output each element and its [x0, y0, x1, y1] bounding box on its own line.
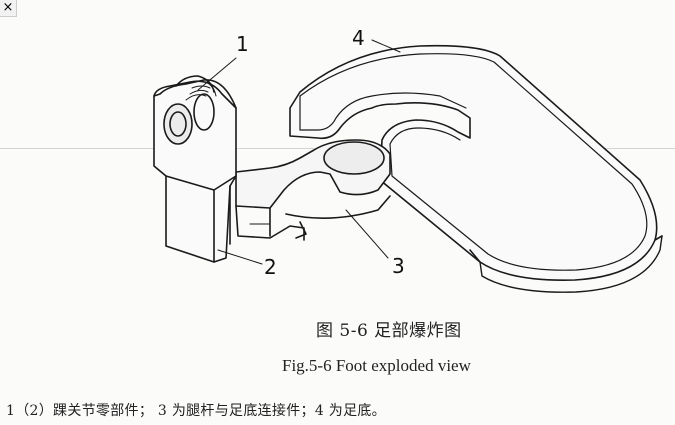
figure-caption-cn: 图 5-6 足部爆炸图: [316, 321, 462, 341]
close-button[interactable]: ×: [0, 0, 17, 17]
foot-exploded-diagram: [153, 39, 663, 293]
figure-caption-en: Fig.5-6 Foot exploded view: [282, 356, 471, 375]
figure-legend: 1（2）踝关节零部件； 3 为腿杆与足底连接件；4 为足底。: [6, 403, 386, 419]
sole-plate-part-4: [289, 44, 663, 293]
connector-part-3: [235, 139, 391, 241]
leader-lines: [197, 39, 401, 265]
ankle-joint-part-1: [153, 75, 237, 263]
callout-label: 1: [236, 32, 249, 56]
callout-label: 4: [352, 26, 365, 50]
callout-label: 3: [392, 254, 405, 278]
callout-label: 2: [264, 255, 277, 279]
